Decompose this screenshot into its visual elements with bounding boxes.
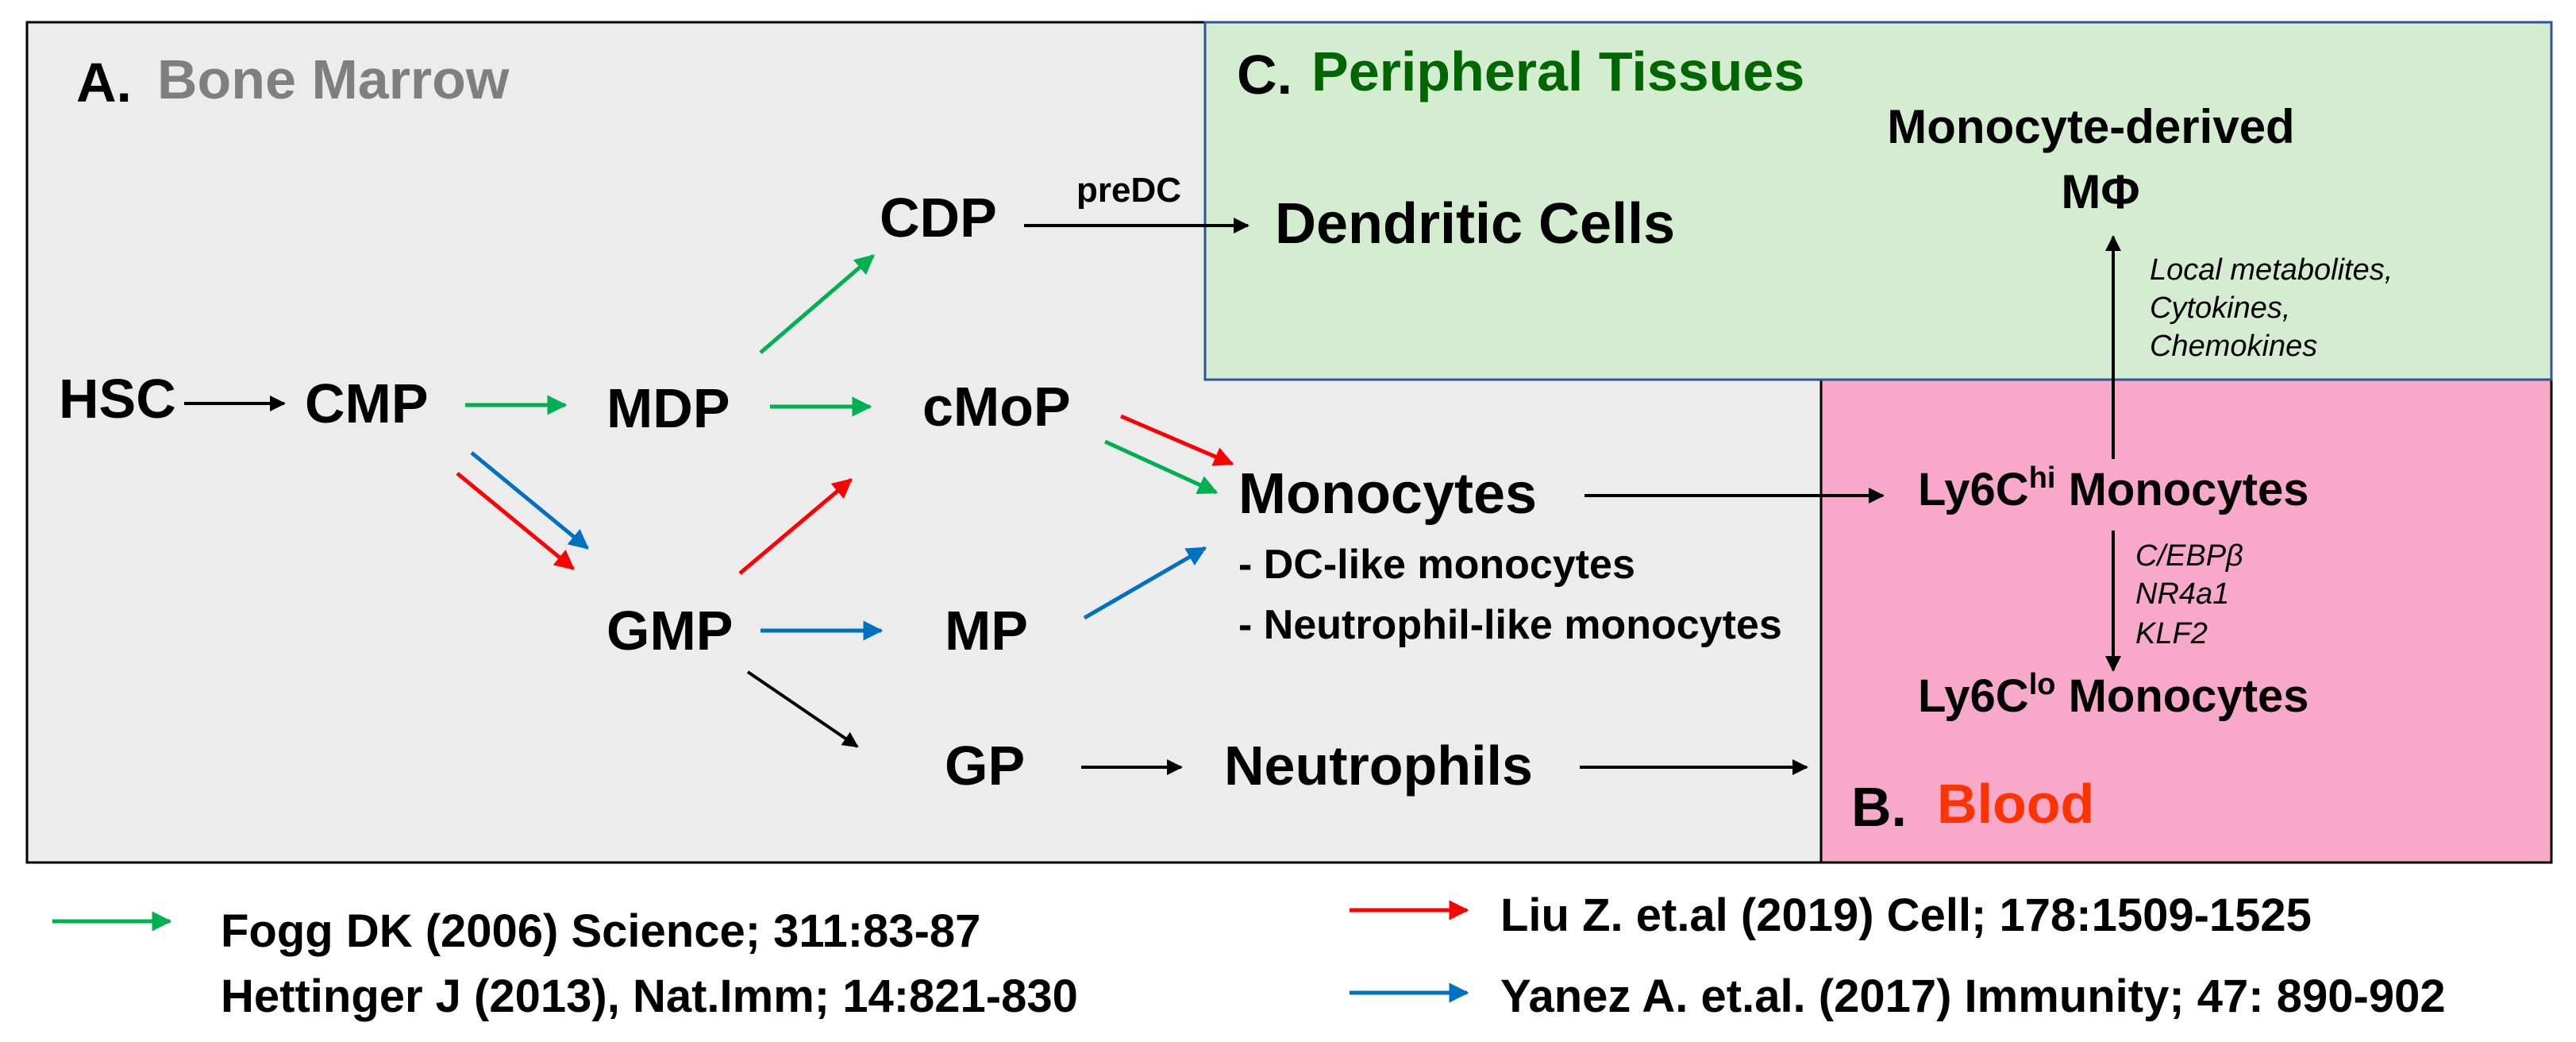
node-ly6c-hi-monocytes: Ly6Chi Monocytes [1918,461,2309,515]
arrow-blue-mp-monocytes [1083,546,1207,620]
legend-green-ref-1: Fogg DK (2006) Science; 311:83-87 [221,905,980,957]
node-mp: MP [945,600,1028,662]
red-arrows [456,414,1234,575]
label-cytokines: Cytokines, [2150,291,2290,325]
node-cdp: CDP [880,187,997,249]
blood-letter: B. [1851,776,1907,838]
node-cmp: CMP [305,372,429,434]
arrow-blue-cmp-gmp [470,451,589,550]
arrow-green-cmop-monocytes [1103,439,1219,495]
peripheral-tissues-region [1203,21,2553,381]
node-neutrophils: Neutrophils [1224,735,1533,797]
node-hsc: HSC [59,368,176,430]
legend-red-ref: Liu Z. et.al (2019) Cell; 178:1509-1525 [1500,890,2312,941]
node-monocytes: Monocytes [1238,462,1537,526]
node-gp: GP [945,735,1025,797]
node-gmp: GMP [606,600,733,662]
node-monocyte-derived: Monocyte-derived [1887,100,2294,153]
legend: Fogg DK (2006) Science; 311:83-87 Hettin… [52,890,2446,1022]
node-neutrophil-like-monocytes: - Neutrophil-like monocytes [1238,602,1782,648]
legend-green-ref-2: Hettinger J (2013), Nat.Imm; 14:821-830 [221,971,1078,1022]
arrow-red-cmp-gmp [456,472,575,570]
label-predc: preDC [1076,171,1181,210]
node-cmop: cMoP [922,376,1071,438]
arrow-red-gmp-cmop [738,478,853,575]
node-macrophage: MΦ [2061,165,2139,218]
arrow-red-cmop-monocytes [1120,414,1234,466]
arrow-gmp-gp [746,670,859,748]
node-dendritic-cells: Dendritic Cells [1275,192,1675,256]
blood-region [1819,378,2553,864]
label-chemokines: Chemokines [2150,330,2317,363]
bone-marrow-title: Bone Marrow [157,48,510,110]
node-dc-like-monocytes: - DC-like monocytes [1238,542,1635,588]
black-arrows [184,218,2121,775]
arrow-green-mdp-cdp [759,254,875,354]
label-local-metabolites: Local metabolites, [2150,253,2393,287]
green-arrows [465,254,1219,495]
label-klf2: KLF2 [2135,617,2208,650]
bone-marrow-letter: A. [76,52,132,114]
node-mdp: MDP [606,377,730,439]
blue-arrows [470,451,1207,641]
peripheral-tissues-letter: C. [1237,44,1292,106]
peripheral-tissues-title: Peripheral Tissues [1311,41,1804,102]
legend-blue-ref: Yanez A. et.al. (2017) Immunity; 47: 890… [1500,971,2446,1022]
blood-title: Blood [1937,773,2094,835]
label-cebpb: C/EBPβ [2135,539,2243,573]
label-nr4a1: NR4a1 [2135,577,2229,611]
node-ly6c-lo-monocytes: Ly6Clo Monocytes [1918,668,2309,722]
